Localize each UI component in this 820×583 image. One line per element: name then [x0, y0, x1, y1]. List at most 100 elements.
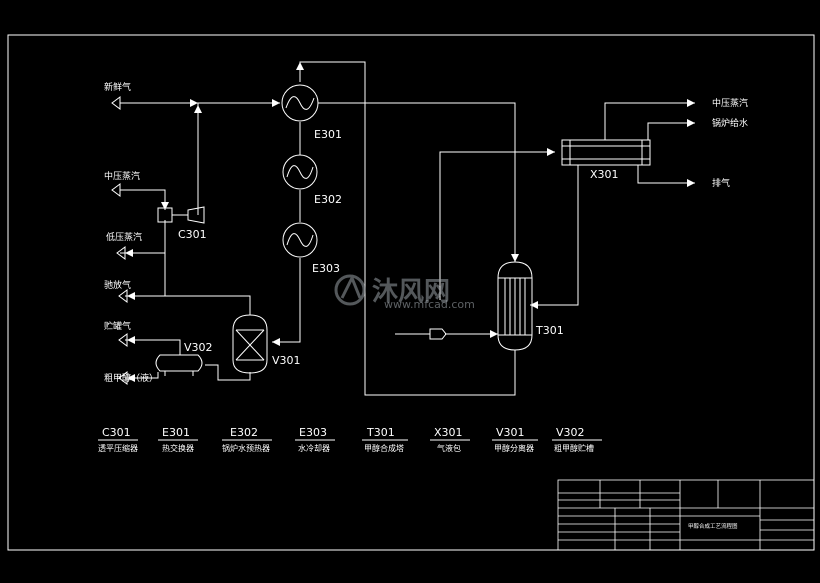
arrow-icon: [161, 202, 169, 210]
label-lp-steam: 低压蒸汽: [106, 231, 142, 243]
legend-item: V302 粗甲醇贮槽: [552, 426, 602, 453]
arrow-icon: [190, 99, 198, 107]
pipe-storage-gas: [125, 339, 181, 355]
legend-item: E301 热交换器: [158, 426, 198, 453]
arrow-icon: [125, 249, 133, 257]
heat-exchangers: [281, 84, 319, 258]
stream-terminal-icon: [111, 183, 121, 197]
tank-v302: [155, 354, 203, 376]
watermark-url: www.mfcad.com: [384, 298, 475, 311]
label-crude-methanol: 粗甲醇（液）: [104, 372, 158, 384]
exchanger-coil-icon: [285, 96, 315, 110]
tag-x301: X301: [590, 168, 619, 181]
drawing-frame: [7, 34, 815, 551]
arrow-icon: [127, 292, 135, 300]
stream-terminal-icon: [118, 333, 128, 347]
pipe-crude-methanol: [125, 372, 159, 379]
stream-terminal-icon: [116, 246, 126, 260]
legend-item: X301 气液包: [430, 426, 470, 453]
pipe-t301-to-x301: [439, 151, 555, 300]
legend-item: C301 透平压缩器: [98, 426, 138, 453]
steam-drum-icon: [561, 139, 651, 166]
legend-name: 气液包: [437, 443, 461, 453]
arrow-icon: [296, 62, 304, 70]
legend-item: T301 甲醇合成塔: [362, 426, 408, 453]
exchanger-coil-icon: [286, 233, 314, 247]
legend-name: 粗甲醇贮槽: [554, 443, 594, 453]
pipe-e301-to-t301: [318, 102, 516, 262]
arrow-icon: [511, 254, 519, 262]
steam-drum-x301: [561, 139, 651, 166]
legend-name: 甲醇分离器: [494, 443, 534, 453]
arrow-icon: [530, 301, 538, 309]
legend-name: 甲醇合成塔: [364, 443, 404, 453]
pipe-e301-loop: [299, 61, 516, 396]
arrow-icon: [687, 99, 695, 107]
watermark-brand: 沐风网: [372, 277, 450, 307]
arrow-icon: [490, 330, 498, 338]
label-fresh-gas: 新鲜气: [104, 81, 131, 93]
stream-terminal-icon: [118, 289, 128, 303]
label-out-boiler-feed: 锅炉给水: [712, 117, 748, 129]
pipe-x301-boiler-feed: [647, 122, 695, 140]
watermark: 沐风网 www.mfcad.com: [334, 274, 475, 311]
compressor-c301: [157, 206, 205, 224]
label-storage-gas: 贮罐气: [104, 320, 131, 332]
legend-code: V302: [556, 426, 585, 439]
check-valve: [429, 328, 447, 340]
legend-code: C301: [102, 426, 131, 439]
tag-e302: E302: [314, 193, 342, 206]
legend-item: V301 甲醇分离器: [492, 426, 538, 453]
tag-e301: E301: [314, 128, 342, 141]
pipe-x301-mp-steam: [604, 102, 695, 140]
separator-vessel-icon: [232, 314, 268, 374]
legend-name: 透平压缩器: [98, 443, 138, 453]
pipe-v301-to-v302: [205, 364, 251, 381]
legend-name: 锅炉水预热器: [222, 443, 270, 453]
legend-name: 水冷却器: [298, 443, 330, 453]
drum-internals: [562, 145, 650, 160]
tank-legs: [164, 371, 194, 376]
pipe-mp-steam: [120, 189, 166, 210]
tag-v301: V301: [272, 354, 301, 367]
tag-e303: E303: [312, 262, 340, 275]
piping: [120, 61, 695, 396]
pipe-x301-exhaust: [637, 165, 695, 184]
label-mp-steam: 中压蒸汽: [104, 170, 140, 182]
tag-t301: T301: [535, 324, 564, 337]
arrow-icon: [127, 374, 135, 382]
heat-exchanger-e301-icon: [281, 84, 319, 122]
legend-code: E302: [230, 426, 258, 439]
arrow-icon: [687, 119, 695, 127]
heat-exchanger-e303-icon: [282, 222, 318, 258]
title-block-frame: [557, 479, 815, 551]
pipe-x301-to-t301: [530, 165, 579, 306]
stream-terminal-icon: [118, 371, 128, 385]
valve-icon: [429, 328, 447, 340]
pipe-purge-gas: [125, 295, 251, 315]
compressor-icon: [187, 206, 205, 224]
label-out-exhaust: 排气: [712, 177, 730, 189]
arrow-icon: [272, 338, 280, 346]
arrow-icon: [194, 105, 202, 113]
arrow-icon: [127, 336, 135, 344]
drum-heads: [569, 140, 643, 165]
label-out-mp-steam: 中压蒸汽: [712, 97, 748, 109]
separator-v301: [232, 314, 268, 374]
watermark-logo-icon: [334, 274, 366, 306]
exchanger-coil-icon: [286, 165, 314, 179]
storage-tank-icon: [155, 354, 203, 372]
arrow-icon: [547, 148, 555, 156]
reactor-t301: [497, 261, 533, 351]
pipe-e303-v301: [272, 258, 301, 343]
legend-item: E302 锅炉水预热器: [222, 426, 272, 453]
reactor-tubes-icon: [504, 278, 526, 335]
drawing-title: 甲醇合成工艺流程图: [688, 522, 738, 530]
arrow-icon: [687, 179, 695, 187]
title-block: [557, 479, 815, 551]
legend-code: E303: [299, 426, 327, 439]
flow-arrows: [125, 62, 695, 382]
tag-v302: V302: [184, 341, 213, 354]
stream-terminals: [111, 96, 128, 385]
